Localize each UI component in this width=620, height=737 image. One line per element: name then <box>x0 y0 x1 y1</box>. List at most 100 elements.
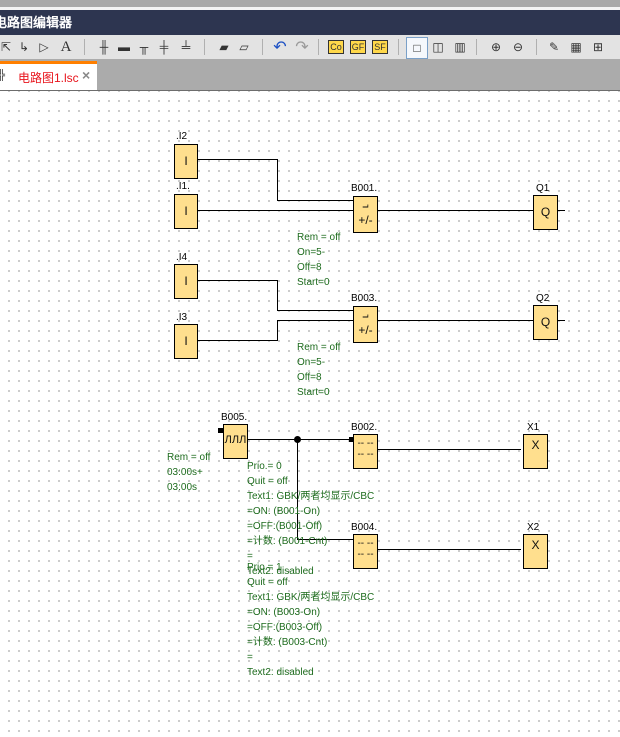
align-center-h-button[interactable]: ╧ <box>176 37 196 57</box>
block-symbol: X <box>531 438 540 452</box>
block-label: B004. <box>351 522 378 533</box>
toolbar-separator <box>262 39 263 55</box>
param-line: Start=0 <box>297 387 330 398</box>
bring-front-button[interactable]: ▰ <box>214 37 234 57</box>
toolbar-separator <box>398 39 399 55</box>
flag-block-x1[interactable]: X <box>523 434 548 469</box>
connect-tool-button[interactable]: ↳ <box>14 37 34 57</box>
tab-label: 电路图1.lsc <box>18 71 79 85</box>
block-symbol: +/- <box>358 213 373 227</box>
param-line: On=5- <box>297 247 326 258</box>
wire-b003-q2 <box>377 320 534 321</box>
single-view-icon: □ <box>413 41 421 55</box>
wire <box>277 320 354 321</box>
align-top-icon: ╥ <box>139 40 149 54</box>
param-line: Start=0 <box>297 277 330 288</box>
wire-b002-x1 <box>377 449 521 450</box>
toolbar-separator <box>476 39 477 55</box>
param-line: =ON: (B001-On) <box>247 506 321 517</box>
counter-block-b003[interactable]: ⨼+/- <box>353 306 378 343</box>
zoom-out-button[interactable]: ⊖ <box>508 37 528 57</box>
counter-block-b001[interactable]: ⨼+/- <box>353 196 378 233</box>
input-block-i3[interactable]: I <box>174 324 198 359</box>
tab-bar: ╬ 电路图1.lsc × <box>0 59 620 91</box>
wire-b001-q1 <box>377 210 534 211</box>
block-label: .I2 <box>176 131 188 142</box>
sf-button[interactable]: SF <box>370 37 390 57</box>
block-label: B002. <box>351 422 378 433</box>
param-line: Quit = off <box>247 577 288 588</box>
block-label: .I4 <box>176 252 188 263</box>
undo-icon: ↶ <box>273 39 287 56</box>
text-block-b004[interactable]: -- ---- -- <box>353 534 378 569</box>
param-line: =OFF:(B003-Off) <box>247 622 323 633</box>
param-line: Rem = off <box>297 232 341 243</box>
block-symbol: I <box>184 334 188 348</box>
double-view-button[interactable]: ◫ <box>428 37 448 57</box>
align-left-button[interactable]: ╫ <box>94 37 114 57</box>
single-view-button[interactable]: □ <box>406 37 428 59</box>
double-view-icon: ◫ <box>432 40 444 54</box>
block-symbol: I <box>184 274 188 288</box>
block-label: Q2 <box>536 293 550 304</box>
param-line: Off=8 <box>297 372 322 383</box>
align-center-v-icon: ╪ <box>159 40 169 54</box>
block-symbol: +/- <box>358 323 373 337</box>
param-line: Rem = off <box>297 342 341 353</box>
undo-button[interactable]: ↶ <box>270 37 290 57</box>
zoom-in-button[interactable]: ⊕ <box>486 37 506 57</box>
block-symbol: I <box>184 154 188 168</box>
align-right-button[interactable]: ▬ <box>114 37 134 57</box>
co-icon: Co <box>328 40 344 54</box>
align-right-icon: ▬ <box>118 40 130 54</box>
output-block-q2[interactable]: Q <box>533 305 558 340</box>
text-block-b002[interactable]: -- ---- -- <box>353 434 378 469</box>
align-left-icon: ╫ <box>99 40 109 54</box>
tab-circuit[interactable]: ╬ 电路图1.lsc × <box>0 61 97 90</box>
send-back-button[interactable]: ▱ <box>234 37 254 57</box>
block-label: X2 <box>527 522 540 533</box>
connect-tool-icon: ↳ <box>18 40 30 54</box>
redo-button[interactable]: ↷ <box>292 37 312 57</box>
bring-front-icon: ▰ <box>219 40 229 54</box>
input-block-i1[interactable]: I <box>174 194 198 229</box>
align-center-v-button[interactable]: ╪ <box>154 37 174 57</box>
block-tool-button[interactable]: ▷ <box>34 37 54 57</box>
flag-block-x2[interactable]: X <box>523 534 548 569</box>
toolbar-separator <box>204 39 205 55</box>
wire-b004-x2 <box>377 549 521 550</box>
output-block-q1[interactable]: Q <box>533 195 558 230</box>
junction-dot <box>294 436 301 443</box>
wire <box>557 320 565 321</box>
gf-icon: GF <box>349 40 367 54</box>
input-block-i4[interactable]: I <box>174 264 198 299</box>
block-tool-icon: ▷ <box>39 40 49 54</box>
pulse-block-b005[interactable]: ЛЛЛ <box>223 424 248 459</box>
param-line: = <box>247 551 253 562</box>
align-top-button[interactable]: ╥ <box>134 37 154 57</box>
zoom-out-icon: ⊖ <box>512 40 524 54</box>
param-line: 03:00s <box>167 482 198 493</box>
gf-button[interactable]: GF <box>348 37 368 57</box>
triple-view-button[interactable]: ▥ <box>450 37 470 57</box>
numbering-button[interactable]: ▦ <box>566 37 586 57</box>
select-tool-button[interactable]: ⇱ <box>0 37 16 57</box>
highlight-button[interactable]: ✎ <box>544 37 564 57</box>
param-line: Text1: GBK/两者均显示/CBC <box>247 592 375 603</box>
properties-button[interactable]: ⊞ <box>588 37 608 57</box>
toolbar-separator <box>318 39 319 55</box>
close-icon[interactable]: × <box>82 67 91 83</box>
input-block-i2[interactable]: I <box>174 144 198 179</box>
redo-icon: ↷ <box>295 39 309 56</box>
wire <box>277 280 278 311</box>
param-line: =计数: (B001-Cnt) <box>247 536 328 547</box>
wire <box>277 320 278 341</box>
align-center-h-icon: ╧ <box>181 40 191 54</box>
text-tool-button[interactable]: A <box>56 37 76 57</box>
block-label: .I3 <box>176 312 188 323</box>
param-line: Prio.= 0 <box>247 461 282 472</box>
co-button[interactable]: Co <box>326 37 346 57</box>
circuit-canvas[interactable]: .I2 I .I1. I .I4 I .I3 I B001. ⨼+/- B003… <box>0 91 620 737</box>
